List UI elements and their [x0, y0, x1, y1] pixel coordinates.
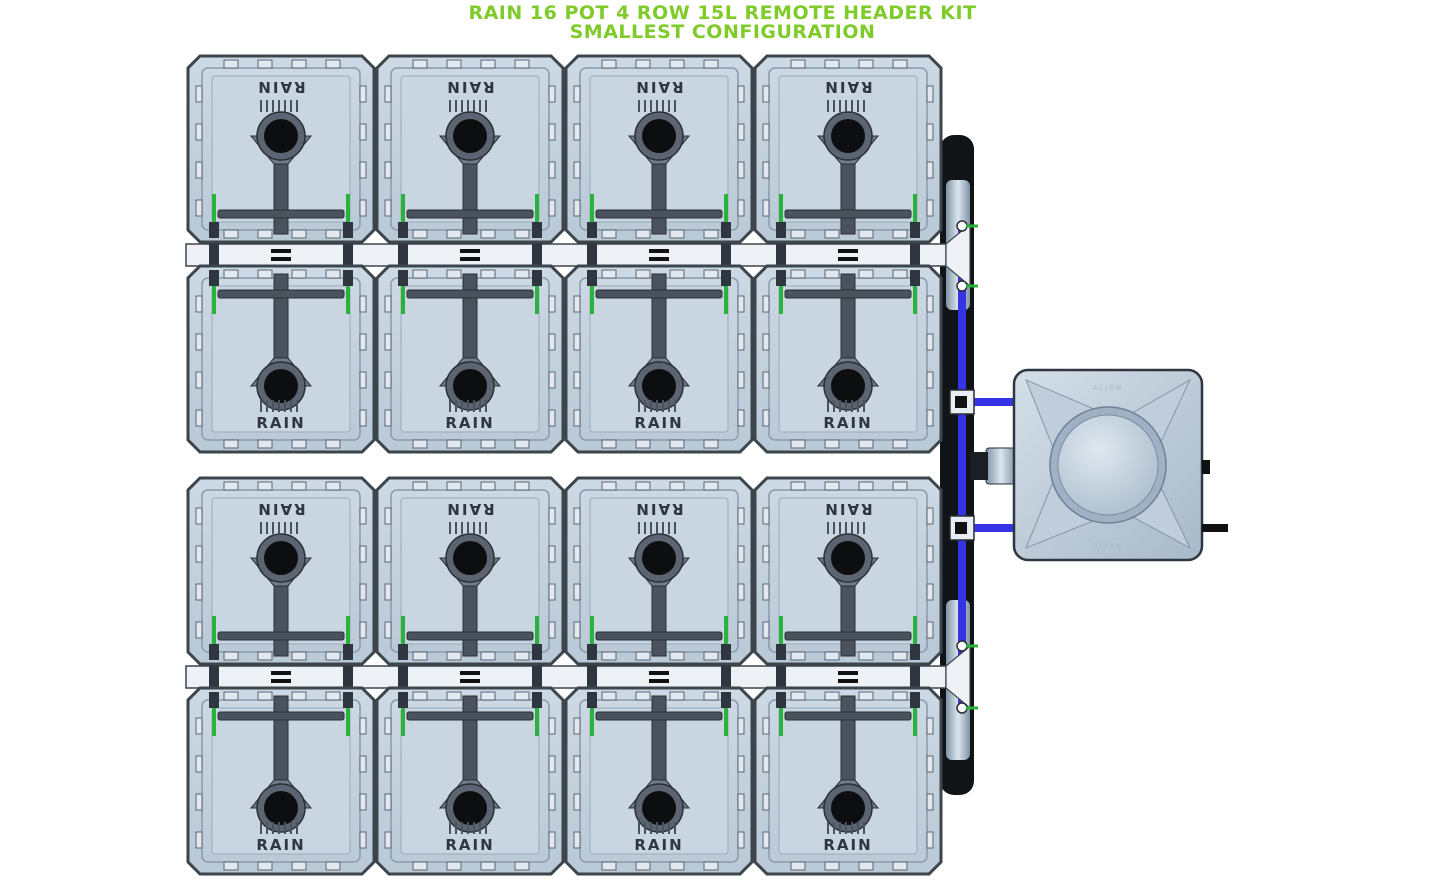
- pot: RAIN: [753, 54, 943, 244]
- pot-brand-label: RAIN: [256, 414, 305, 432]
- pot-brand-label: RAIN: [256, 500, 305, 518]
- diagram-title: RAIN 16 POT 4 ROW 15L REMOTE HEADER KIT: [468, 2, 977, 24]
- pot: RAIN: [753, 264, 943, 454]
- pot: RAIN: [186, 54, 376, 244]
- header-nipple-green: [966, 644, 978, 648]
- pot-brand-label: RAIN: [634, 500, 683, 518]
- header-nipple-green: [966, 284, 978, 288]
- pot-brand-label: RAIN: [634, 78, 683, 96]
- pot: RAIN: [753, 686, 943, 876]
- reservoir-brand-top: ALIEN: [1093, 384, 1123, 392]
- reservoir-brand-bottom: ALIEN: [1093, 542, 1123, 550]
- header-nipple: [956, 280, 968, 292]
- pot-brand-label: RAIN: [445, 78, 494, 96]
- pot: RAIN: [564, 54, 754, 244]
- header-nipple-green: [966, 224, 978, 228]
- pot-brand-label: RAIN: [445, 414, 494, 432]
- header-fittings: [949, 389, 1017, 541]
- pot: RAIN: [375, 54, 565, 244]
- pot-brand-label: RAIN: [634, 414, 683, 432]
- pot: RAIN: [375, 264, 565, 454]
- pot: RAIN: [564, 476, 754, 666]
- pot: RAIN: [186, 686, 376, 876]
- pot: RAIN: [564, 686, 754, 876]
- header-nipple: [956, 220, 968, 232]
- pot: RAIN: [375, 686, 565, 876]
- pot-brand-label: RAIN: [256, 836, 305, 854]
- pot: RAIN: [375, 476, 565, 666]
- header-nipple-green: [966, 706, 978, 710]
- pot-brand-label: RAIN: [445, 500, 494, 518]
- pot-brand-label: RAIN: [823, 414, 872, 432]
- pot: RAIN: [186, 264, 376, 454]
- diagram-subtitle: SMALLEST CONFIGURATION: [569, 21, 876, 43]
- pot-brand-label: RAIN: [445, 836, 494, 854]
- pot: RAIN: [564, 264, 754, 454]
- pot: RAIN: [753, 476, 943, 666]
- pot-array: RAIN RAIN RAIN RAIN RAIN RAIN RAIN RAIN RAIN RAIN…: [185, 54, 978, 876]
- connector-rail: [185, 644, 971, 710]
- connector-rail: [185, 222, 971, 288]
- pot-brand-label: RAIN: [256, 78, 305, 96]
- header-nipple: [956, 702, 968, 714]
- pot: RAIN: [186, 476, 376, 666]
- pot-brand-label: RAIN: [823, 500, 872, 518]
- pot-brand-label: RAIN: [823, 836, 872, 854]
- pot-brand-label: RAIN: [634, 836, 683, 854]
- reservoir: ALIEN ALIEN: [1012, 368, 1228, 562]
- header-nipple: [956, 640, 968, 652]
- pot-brand-label: RAIN: [823, 78, 872, 96]
